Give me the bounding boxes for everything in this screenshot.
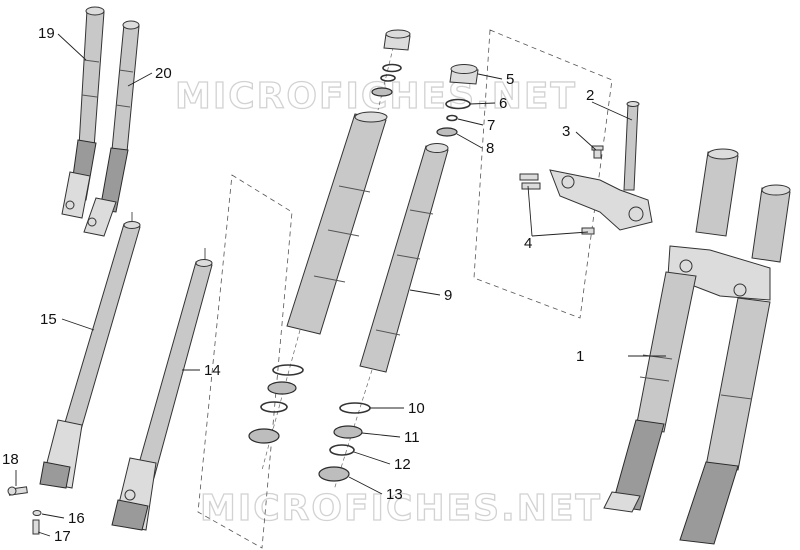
- callout-6: 6: [499, 95, 507, 112]
- part-2-steering-stem: [623, 101, 640, 191]
- callout-2: 2: [586, 87, 594, 104]
- inner-tube-left: [286, 111, 388, 335]
- leader-lines: [15, 33, 666, 537]
- part-7-washer: [446, 114, 458, 122]
- part-13-dust-seal: [318, 466, 350, 482]
- callout-5: 5: [506, 71, 514, 88]
- watermark-top: MICROFICHES.NET: [175, 76, 577, 117]
- part-9-inner-tube: [359, 143, 449, 373]
- callout-16: 16: [68, 510, 85, 527]
- callout-13: 13: [386, 486, 403, 503]
- callout-7: 7: [487, 117, 495, 134]
- part-20-fork-leg: [83, 20, 140, 237]
- dashed-boundary-right: [473, 29, 613, 319]
- part-11-seal: [333, 425, 363, 439]
- callout-14: 14: [204, 362, 221, 379]
- part-4-pinch-bolts: [519, 173, 595, 235]
- axis-line-left: [261, 329, 301, 471]
- callout-8: 8: [486, 140, 494, 157]
- watermark-bottom: MICROFICHES.NET: [200, 488, 602, 529]
- part-18-screw: [7, 486, 28, 496]
- callout-20: 20: [155, 65, 172, 82]
- dashed-boundary-left: [197, 174, 293, 549]
- callout-9: 9: [444, 287, 452, 304]
- part-3-bolt: [591, 145, 604, 159]
- part-8-washer: [436, 127, 458, 137]
- callout-15: 15: [40, 311, 57, 328]
- top-cap-left: [371, 29, 411, 97]
- left-axis-seals: [248, 364, 304, 444]
- part-5-top-cap: [449, 64, 479, 85]
- callout-4: 4: [524, 235, 532, 252]
- callout-1: 1: [576, 348, 584, 365]
- part-12-circlip: [329, 444, 355, 456]
- part-19-fork-leg: [61, 6, 105, 219]
- part-14-outer-slider: [111, 248, 213, 531]
- part-16-washer: [32, 510, 42, 516]
- part-10-washer: [339, 402, 371, 414]
- part-17-screw: [32, 519, 40, 535]
- callout-10: 10: [408, 400, 425, 417]
- callout-19: 19: [38, 25, 55, 42]
- callout-3: 3: [562, 123, 570, 140]
- callout-12: 12: [394, 456, 411, 473]
- callout-17: 17: [54, 528, 71, 545]
- callout-11: 11: [404, 429, 420, 446]
- lower-triple-clamp: [549, 169, 653, 231]
- part-15-outer-slider: [39, 212, 141, 489]
- part-1-fork-assembly: [603, 148, 791, 545]
- callout-18: 18: [2, 451, 19, 468]
